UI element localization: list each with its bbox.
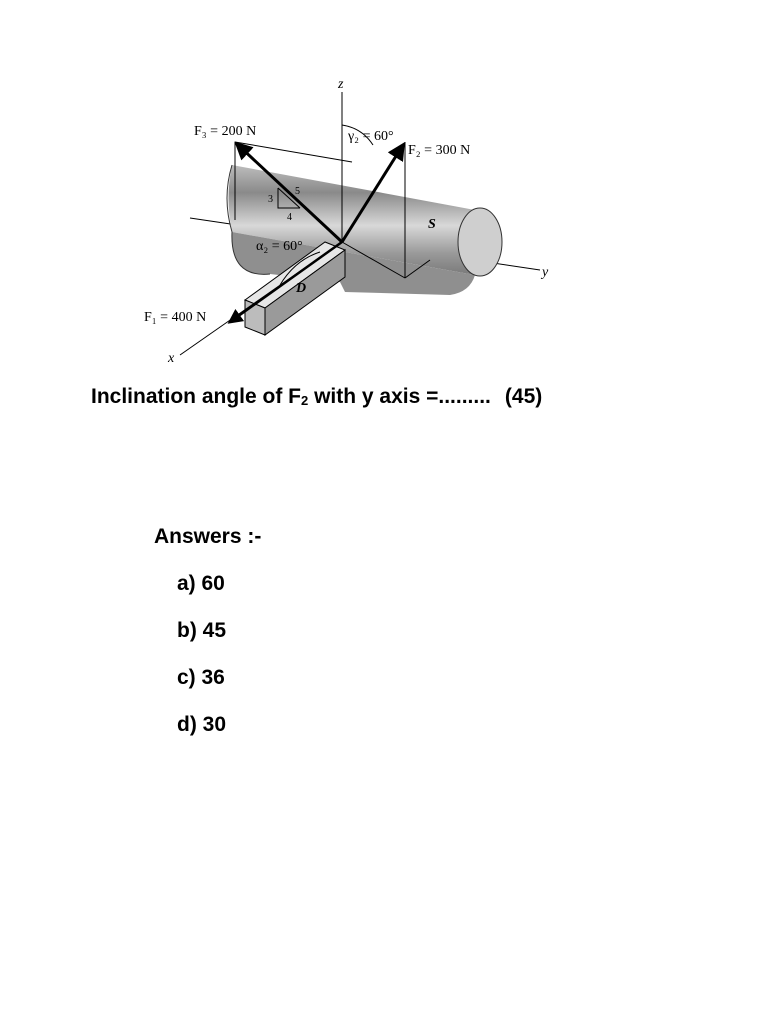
answers-title: Answers :-: [154, 525, 262, 548]
bracket-side-face: [264, 249, 346, 336]
slope-hypotenuse: [277, 187, 301, 209]
label-s: S: [428, 217, 436, 232]
question-hint: (45): [504, 385, 543, 408]
answer-option-b[interactable]: b) 45: [177, 619, 227, 642]
cylinder-outline: [226, 164, 271, 275]
f1-label: F₁ = 400 N: [144, 310, 206, 325]
f3-projection-line: [234, 141, 353, 163]
cylinder-lower-wrap: [231, 232, 475, 295]
label-d: D: [295, 281, 306, 296]
alpha2-label: α₂ = 60°: [256, 239, 303, 254]
force-diagram-figure: z y x F₃ = 200 N γ₂ = 60° F₂ = 300 N α₂ …: [144, 77, 549, 366]
answer-option-c[interactable]: c) 36: [177, 666, 225, 689]
gamma2-label: γ₂ = 60°: [347, 129, 394, 144]
f2-label: F₂ = 300 N: [408, 143, 470, 158]
triangle-4-label: 4: [287, 212, 292, 223]
x-axis-label: x: [167, 351, 175, 366]
slope-triangle: [277, 188, 300, 209]
triangle-5-label: 5: [295, 186, 300, 197]
question-subscript: 2: [301, 393, 309, 408]
cylinder-end-cap: [457, 207, 503, 277]
f2-base-line: [341, 241, 406, 279]
f1-arrow: [227, 240, 343, 324]
question-text: Inclination angle of F2 with y axis =...…: [91, 385, 542, 409]
answer-option-a[interactable]: a) 60: [177, 572, 225, 595]
question-prefix: Inclination angle of F: [91, 385, 301, 408]
f3-arrow: [234, 141, 344, 244]
question-suffix: with y axis =.........: [308, 385, 491, 408]
z-axis-label: z: [337, 77, 344, 92]
gamma2-arc: [341, 124, 374, 146]
y-axis-label: y: [540, 265, 549, 280]
f3-label: F₃ = 200 N: [194, 124, 256, 139]
answer-option-d[interactable]: d) 30: [177, 713, 227, 736]
alpha2-arc: [279, 251, 321, 286]
triangle-3-label: 3: [268, 194, 273, 205]
f2-arrow: [340, 141, 405, 243]
f2-base-line-2: [404, 259, 431, 279]
